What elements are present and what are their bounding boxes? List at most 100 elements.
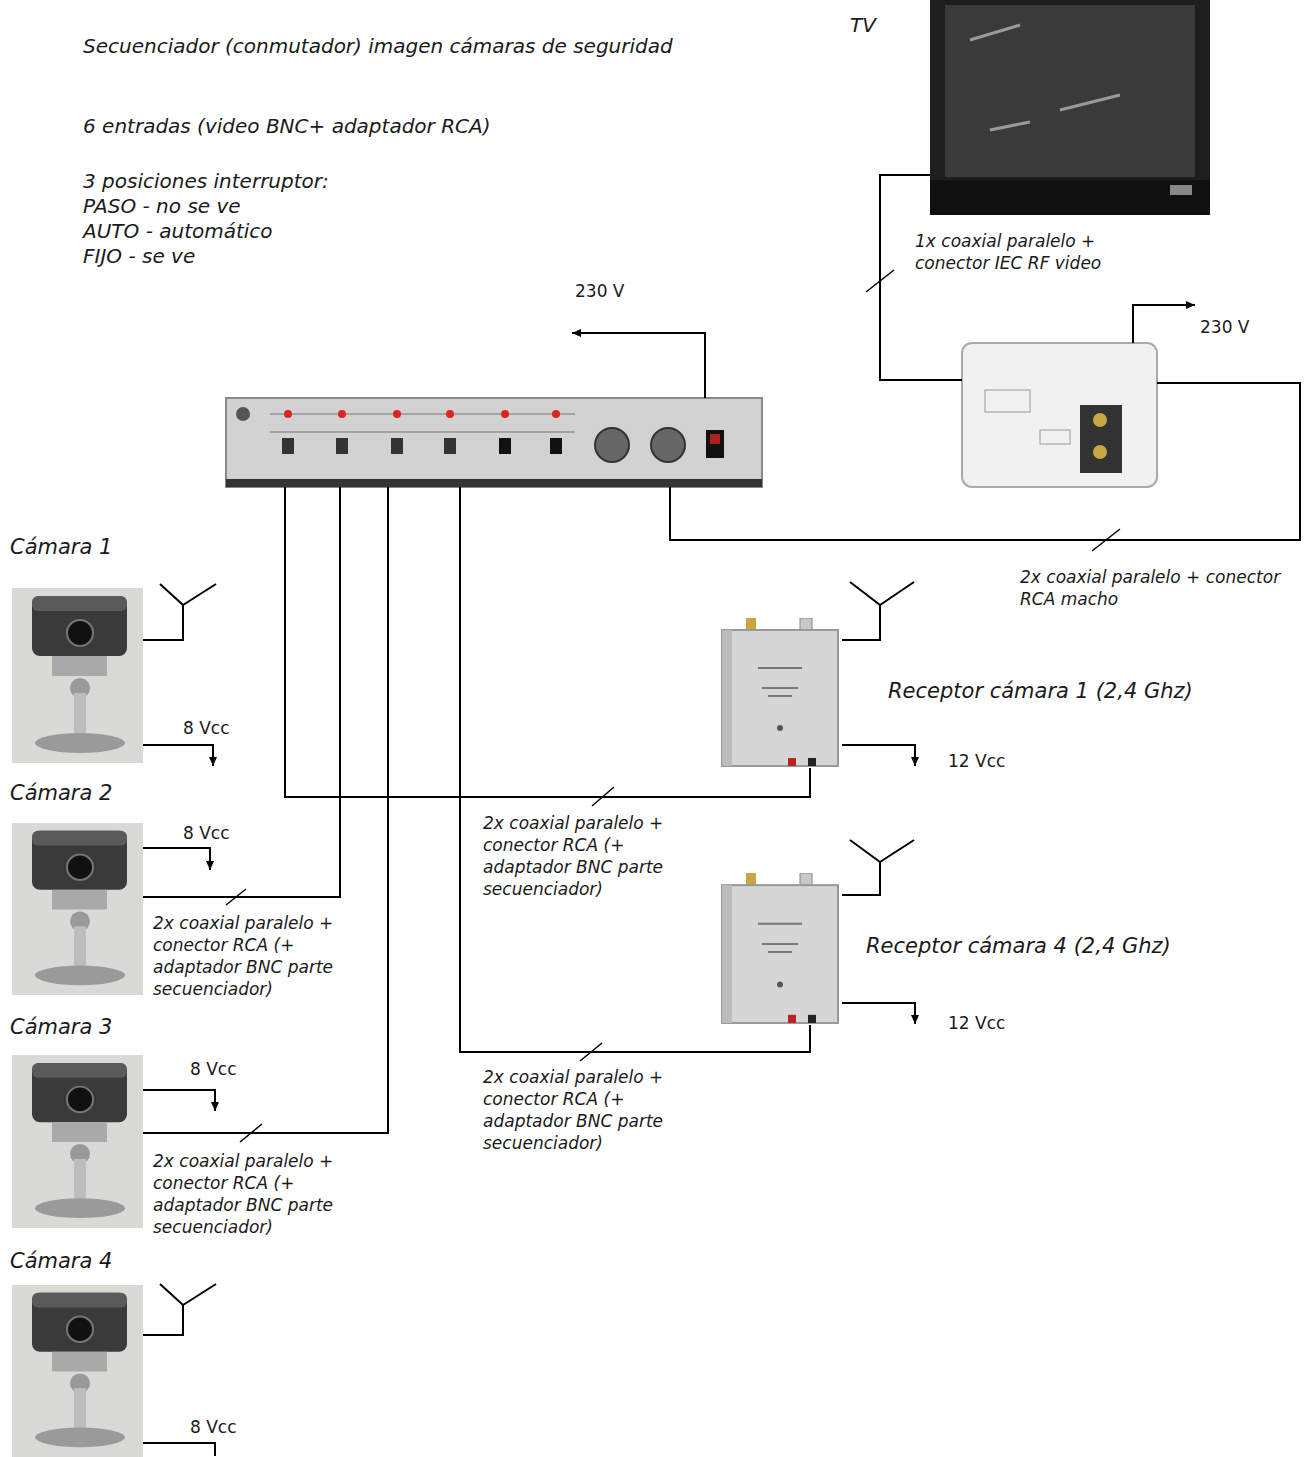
sequencer-illustration [391, 438, 403, 454]
antenna-symbol [143, 582, 914, 1335]
camera-illustration [12, 588, 143, 763]
power-arrow [143, 1090, 215, 1111]
cable-line [670, 383, 1300, 540]
camera-illustration [12, 823, 143, 995]
voltage-label: 12 Vcc [948, 750, 1005, 772]
node-label: Receptor cámara 1 (2,4 Ghz) [888, 678, 1193, 705]
cable-count-tick [240, 1124, 262, 1142]
cable-count-tick [866, 270, 894, 292]
node-label: Receptor cámara 4 (2,4 Ghz) [866, 933, 1171, 960]
tv-node: TV [845, 0, 1215, 216]
sequencer-illustration [552, 410, 560, 418]
node-label: Cámara 1 [10, 534, 112, 561]
rf-modulator-illustration [962, 343, 1157, 487]
power-arrow [143, 1443, 215, 1456]
cable-count-tick [226, 270, 1120, 1142]
sequencer-illustration [501, 410, 509, 418]
cable-label: 2x coaxial paralelo + conector RCA (+ ad… [483, 812, 683, 900]
sequencer-illustration [338, 410, 346, 418]
cable-label: 2x coaxial paralelo + conector RCA (+ ad… [483, 1066, 683, 1154]
camera-illustration [12, 1055, 143, 1228]
rf-modulator-illustration [1093, 413, 1107, 427]
diagram-title: Secuenciador (conmutador) imagen cámaras… [83, 33, 683, 59]
node-label: Cámara 2 [10, 780, 112, 807]
sequencer-illustration [282, 438, 294, 454]
cable-count-tick [580, 1043, 602, 1061]
sequencer-illustration [446, 410, 454, 418]
tv-illustration [1170, 185, 1192, 195]
rf-modulator-illustration [962, 343, 1157, 487]
sequencer-illustration [651, 428, 685, 462]
power-arrow [1133, 305, 1195, 343]
voltage-label: 8 Vcc [190, 1058, 237, 1080]
note-text: 6 entradas (video BNC+ adaptador RCA) [83, 113, 491, 139]
cable-count-tick [1092, 529, 1120, 551]
rf-modulator-illustration [1080, 405, 1122, 473]
power-arrow [572, 333, 705, 398]
receiver-node: Receptor cámara 1 (2,4 Ghz) [716, 616, 1276, 770]
rf-modulator-illustration [985, 390, 1030, 412]
sequencer-illustration [706, 430, 724, 458]
sequencer-illustration [393, 410, 401, 418]
sequencer-illustration [226, 398, 762, 487]
sequencer-illustration [595, 428, 629, 462]
power-arrow [143, 745, 213, 766]
voltage-label: 8 Vcc [183, 717, 230, 739]
antenna-symbol [143, 1284, 216, 1335]
sequencer-illustration [226, 479, 762, 487]
note-text: 3 posiciones interruptor: [83, 168, 329, 194]
note-text: AUTO - automático [83, 218, 273, 244]
receiver-illustration [722, 873, 838, 1023]
power-arrow [143, 305, 1195, 1456]
cable-line [285, 487, 810, 797]
cable-line [460, 487, 810, 1052]
rf-modulator-illustration [1040, 430, 1070, 444]
cable-label: 2x coaxial paralelo + conector RCA (+ ad… [153, 1150, 343, 1238]
sequencer-illustration [499, 438, 511, 454]
node-label: Cámara 4 [10, 1248, 112, 1275]
camera-node: Cámara 4 [10, 1248, 150, 1455]
cable-label: 2x coaxial paralelo + conector RCA macho [1020, 566, 1290, 610]
sequencer-illustration [236, 407, 250, 421]
sequencer-illustration [226, 398, 762, 487]
power-arrow [842, 745, 915, 766]
tv-illustration [945, 5, 1195, 177]
voltage-label: 230 V [1200, 316, 1249, 338]
voltage-label: 8 Vcc [183, 822, 230, 844]
camera-node: Cámara 1 [10, 534, 150, 766]
sequencer-illustration [270, 414, 575, 432]
voltage-label: 8 Vcc [190, 1416, 237, 1438]
power-arrow [143, 848, 210, 870]
rf-modulator-illustration [1093, 445, 1107, 459]
cable-count-tick [226, 889, 246, 905]
cable-line [880, 175, 962, 380]
cable-line [143, 487, 388, 1133]
camera-node: Cámara 3 [10, 1014, 150, 1230]
camera-node: Cámara 2 [10, 780, 150, 998]
voltage-label: 12 Vcc [948, 1012, 1005, 1034]
tv-illustration [930, 0, 1210, 215]
antenna-symbol [143, 584, 216, 640]
receiver-illustration [722, 618, 838, 766]
receiver-node: Receptor cámara 4 (2,4 Ghz) [716, 871, 1276, 1027]
tv-illustration [970, 25, 1120, 130]
note-text: FIJO - se ve [83, 243, 195, 269]
sequencer-illustration [710, 434, 720, 444]
sequencer-illustration [444, 438, 456, 454]
cable-label: 2x coaxial paralelo + conector RCA (+ ad… [153, 912, 343, 1000]
note-text: PASO - no se ve [83, 193, 241, 219]
power-arrow [842, 1003, 915, 1024]
sequencer-illustration [284, 410, 292, 418]
cable-count-tick [592, 787, 614, 806]
node-label: TV [850, 12, 876, 38]
sequencer-illustration [336, 438, 348, 454]
cable-line [143, 175, 1300, 1133]
tv-illustration [930, 0, 1210, 215]
cable-label: 1x coaxial paralelo + conector IEC RF vi… [915, 230, 1150, 274]
antenna-symbol [842, 840, 914, 895]
cable-line [143, 487, 340, 897]
node-label: Cámara 3 [10, 1014, 112, 1041]
voltage-label: 230 V [575, 280, 624, 302]
camera-illustration [12, 1285, 143, 1457]
